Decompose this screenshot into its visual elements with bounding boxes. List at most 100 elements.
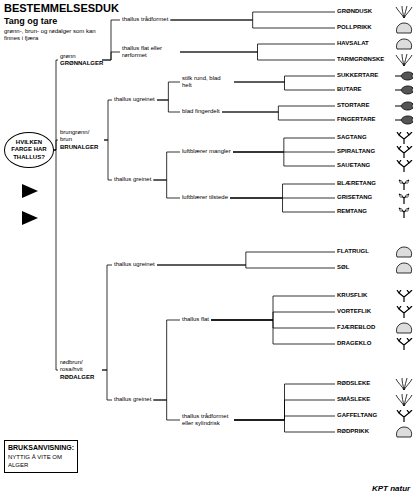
node-text: luftblærer mangler	[182, 148, 231, 155]
key-connector	[230, 184, 335, 198]
group-branch: grønnGRØNNALGER	[58, 52, 102, 68]
species-name: KRUSFLIK	[335, 291, 369, 300]
node-text: SPIRALTANG	[337, 148, 375, 155]
key-statement: luftblærer tilstede	[180, 193, 230, 202]
key-connector	[104, 140, 112, 180]
key-connector	[153, 180, 180, 198]
node-text: RØDSLEKE	[337, 380, 370, 387]
key-connector	[102, 370, 112, 400]
node-text: FINGERTARE	[337, 116, 376, 123]
key-connector	[180, 44, 335, 52]
key-connector	[157, 265, 335, 268]
key-statement: blad fingerdelt	[180, 107, 222, 116]
node-text: GRØNNALGER	[60, 60, 100, 67]
species-name: GRISETANG	[335, 193, 374, 202]
node-text: SØL	[337, 264, 349, 271]
key-connector	[234, 400, 335, 420]
key-connector	[153, 320, 180, 400]
key-connector	[211, 312, 335, 320]
key-statement: thallus greinet	[112, 175, 153, 184]
key-connector	[54, 150, 58, 370]
key-connector	[222, 106, 335, 112]
node-text: BRUKSANVISNING:	[8, 444, 74, 452]
species-name: RØDPRIKK	[335, 427, 371, 436]
key-statement: thallus flat eller rørformet	[120, 44, 180, 60]
species-name: BLÆRETANG	[335, 179, 378, 188]
key-connector	[157, 252, 335, 265]
key-connector	[211, 296, 335, 320]
publisher-logo: KPT natur	[372, 484, 410, 494]
key-statement: thallus trådformet	[120, 15, 170, 24]
key-statement: thallus trådformet eller sylindrisk	[180, 412, 234, 428]
node-text: BLÆRETANG	[337, 180, 376, 187]
key-statement: thallus ugreinet	[112, 260, 157, 269]
key-connector	[211, 320, 335, 344]
node-text: thallus ugreinet	[114, 261, 155, 268]
key-connector	[104, 100, 112, 140]
species-name: SMÅSLEKE	[335, 395, 372, 404]
node-text: VORTEFLIK	[337, 308, 371, 315]
key-connector	[170, 12, 335, 20]
species-name: FINGERTARE	[335, 115, 378, 124]
species-name: GRØNDUSK	[335, 7, 374, 16]
decision-oval: HVILKEN FARGE HAR THALLUS?	[4, 132, 54, 168]
species-name: TARMGRØNSKE	[335, 55, 386, 64]
species-name: SAGTANG	[335, 133, 369, 142]
node-text: RØDPRIKK	[337, 428, 369, 435]
key-statement: thallus greinet	[112, 395, 153, 404]
node-text: stilk rund, blad helt	[182, 75, 232, 89]
species-name: STORTARE	[335, 101, 371, 110]
poster-title: BESTEMMELSESDUK	[4, 2, 119, 14]
node-text: thallus trådformet	[122, 16, 168, 23]
node-text: SAUETANG	[337, 162, 370, 169]
key-connector	[157, 82, 180, 100]
node-text: KRUSFLIK	[337, 292, 367, 299]
node-text: brungrønn/ brun	[60, 129, 102, 143]
species-name: RØDSLEKE	[335, 379, 372, 388]
node-text: DRAGEKLO	[337, 340, 371, 347]
node-text: HAVSALAT	[337, 40, 369, 47]
node-text: POLLPRIKK	[337, 24, 372, 31]
node-text: HVILKEN FARGE HAR THALLUS?	[9, 139, 49, 161]
subtitle: Tang og tare	[4, 16, 57, 27]
node-text: thallus greinet	[114, 396, 151, 403]
species-name: SØL	[335, 263, 351, 272]
key-connector	[234, 76, 335, 82]
node-text: GAFFELTANG	[337, 412, 377, 419]
species-name: GAFFELTANG	[335, 411, 379, 420]
key-statement: thallus flat	[180, 315, 211, 324]
species-name: VORTEFLIK	[335, 307, 373, 316]
node-text: thallus ugreinet	[114, 96, 155, 103]
species-name: SPIRALTANG	[335, 147, 377, 156]
group-branch: brungrønn/ brunBRUNALGER	[58, 128, 104, 152]
key-connector	[102, 265, 112, 370]
species-name: DRAGEKLO	[335, 339, 373, 348]
node-text: TARMGRØNSKE	[337, 56, 384, 63]
species-name: REMTANG	[335, 207, 369, 216]
node-text: FJÆREBLOD	[337, 324, 375, 331]
key-connector	[180, 52, 335, 60]
node-text: GRISETANG	[337, 194, 372, 201]
node-text: thallus flat	[182, 316, 209, 323]
species-name: POLLPRIKK	[335, 23, 374, 32]
key-connector	[102, 52, 120, 60]
species-name: FLATRUGL	[335, 247, 371, 256]
key-connector	[222, 112, 335, 120]
key-connector	[157, 100, 180, 112]
node-text: REMTANG	[337, 208, 367, 215]
species-name: FJÆREBLOD	[335, 323, 377, 332]
key-connector	[233, 138, 335, 152]
node-text: GRØNDUSK	[337, 8, 372, 15]
key-connector	[234, 420, 335, 432]
species-name: SAUETANG	[335, 161, 372, 170]
species-name: BUTARE	[335, 85, 364, 94]
group-branch: rødbrun/ rosa/hvitRØDALGER	[58, 358, 102, 382]
node-text: thallus trådformet eller sylindrisk	[182, 413, 232, 427]
key-connector	[233, 152, 335, 166]
node-text: SUKKERTARE	[337, 72, 378, 79]
node-text: NYTTIG Å VITE OM ALGER	[8, 454, 74, 468]
key-connector	[230, 198, 335, 212]
node-text: BUTARE	[337, 86, 362, 93]
key-statement: stilk rund, blad helt	[180, 74, 234, 90]
key-statement: thallus ugreinet	[112, 95, 157, 104]
